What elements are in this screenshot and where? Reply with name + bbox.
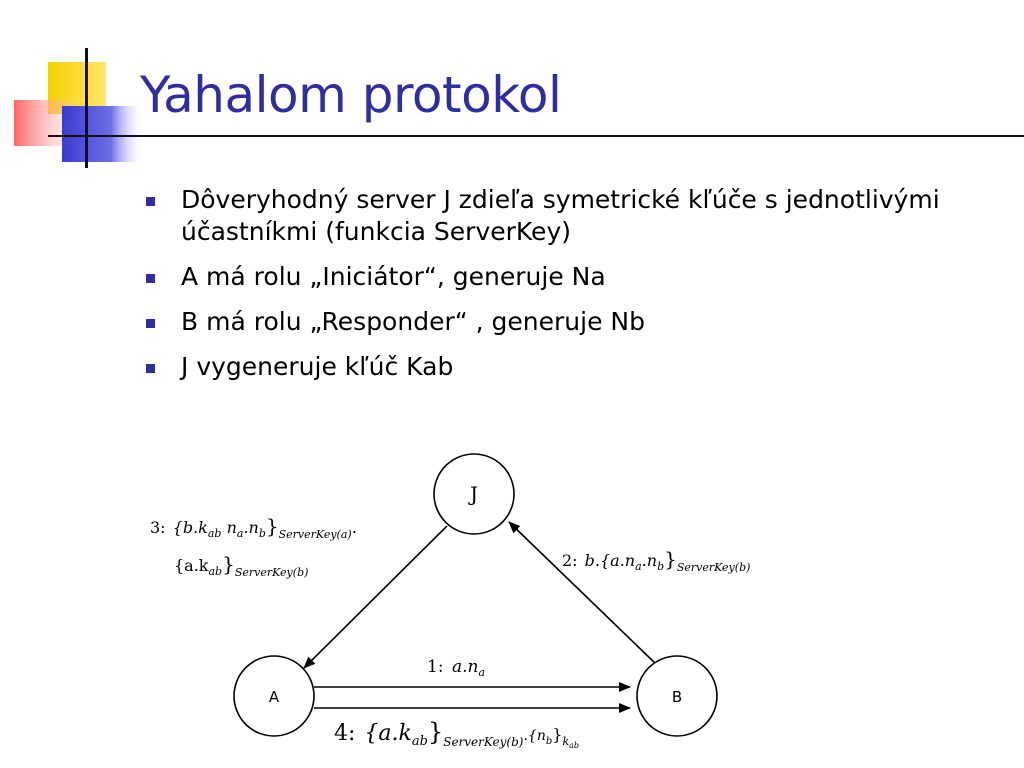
message-3-l2-open: {a.k — [174, 556, 209, 575]
message-1-label: 1: a.na — [427, 657, 485, 679]
message-3-l1-sub1: ab — [208, 527, 222, 540]
bullet-item: B má rolu „Responder“ , generuje Nb — [140, 306, 940, 338]
logo-blue-square — [62, 106, 144, 162]
protocol-diagram: J A B 1: a.na 2: b.{a.na.nb}ServerKey(b)… — [150, 453, 750, 750]
message-3-l1-open: {b.k — [173, 518, 208, 537]
message-4-label: 4: {a.kab}ServerKey(b).{nb}kab — [334, 718, 579, 750]
message-4-sub1: ab — [412, 734, 428, 749]
message-3-l2-key: ServerKey(b) — [235, 566, 309, 579]
message-2-pre: b.{a.n — [585, 551, 635, 570]
message-4-key2: k — [562, 735, 569, 748]
logo-vertical-line — [85, 48, 88, 168]
square-bullet-icon — [146, 319, 155, 328]
message-3-line-2: {a.kab}ServerKey(b) — [174, 552, 308, 579]
message-2-close: } — [664, 547, 677, 571]
node-b-label: B — [672, 688, 682, 706]
bullet-item: J vygeneruje kľúč Kab — [140, 351, 940, 383]
bullet-text: A má rolu „Iniciátor“, generuje Na — [181, 262, 606, 291]
message-4-open2: {n — [528, 728, 546, 744]
message-3-l1-sub2: a — [237, 527, 244, 540]
message-3-line-1: 3: {b.kab na.nb}ServerKey(a). — [150, 514, 357, 541]
square-bullet-icon — [146, 197, 155, 206]
message-3-l2-close: } — [222, 552, 235, 576]
message-3-l1-key: ServerKey(a) — [279, 528, 352, 541]
message-1-subscript: a — [478, 666, 485, 679]
bullet-text: J vygeneruje kľúč Kab — [181, 352, 454, 381]
message-1-text: a.n — [452, 657, 479, 677]
bullet-text: Dôveryhodný server J zdieľa symetrické k… — [181, 185, 940, 246]
bullet-list: Dôveryhodný server J zdieľa symetrické k… — [140, 184, 940, 396]
arrow-b-to-j — [508, 521, 657, 665]
message-3-l1-close: } — [266, 514, 279, 538]
bullet-text: B má rolu „Responder“ , generuje Nb — [181, 307, 645, 336]
arrow-j-to-a — [303, 525, 448, 669]
node-a: A — [233, 655, 315, 737]
message-3-l1-sep: . — [352, 518, 357, 537]
title-underline — [48, 135, 1024, 137]
message-2-sub1: a — [635, 560, 642, 573]
square-bullet-icon — [146, 274, 155, 283]
message-3-l1-t2: n — [221, 518, 236, 537]
message-4-key2-sub: ab — [569, 741, 579, 750]
message-4-sep: . — [523, 728, 527, 744]
bullet-item: Dôveryhodný server J zdieľa symetrické k… — [140, 184, 940, 248]
message-3-number: 3: — [150, 518, 166, 537]
bullet-item: A má rolu „Iniciátor“, generuje Na — [140, 261, 940, 293]
decorative-logo — [14, 48, 144, 168]
message-4-key: ServerKey(b) — [443, 735, 524, 749]
message-3-l1-sub3: b — [259, 527, 266, 540]
message-3-l1-t3: .n — [243, 518, 258, 537]
message-4-close2: } — [552, 725, 562, 744]
message-4-close: } — [428, 718, 443, 746]
message-2-mid: .n — [642, 551, 657, 570]
message-2-key: ServerKey(b) — [677, 561, 751, 574]
slide-title: Yahalom protokol — [140, 66, 562, 124]
node-b: B — [636, 655, 718, 737]
node-j: J — [433, 453, 515, 535]
message-2-sub2: b — [657, 560, 664, 573]
node-a-label: A — [269, 688, 280, 706]
message-3-l2-sub1: ab — [209, 565, 223, 578]
message-2-label: 2: b.{a.na.nb}ServerKey(b) — [562, 547, 750, 574]
message-4-number: 4: — [334, 721, 355, 746]
square-bullet-icon — [146, 364, 155, 373]
message-4-sub2: b — [546, 736, 552, 747]
message-1-number: 1: — [427, 657, 444, 677]
message-4-open: {a.k — [364, 721, 411, 746]
node-j-label: J — [468, 482, 478, 506]
message-2-number: 2: — [562, 551, 578, 570]
